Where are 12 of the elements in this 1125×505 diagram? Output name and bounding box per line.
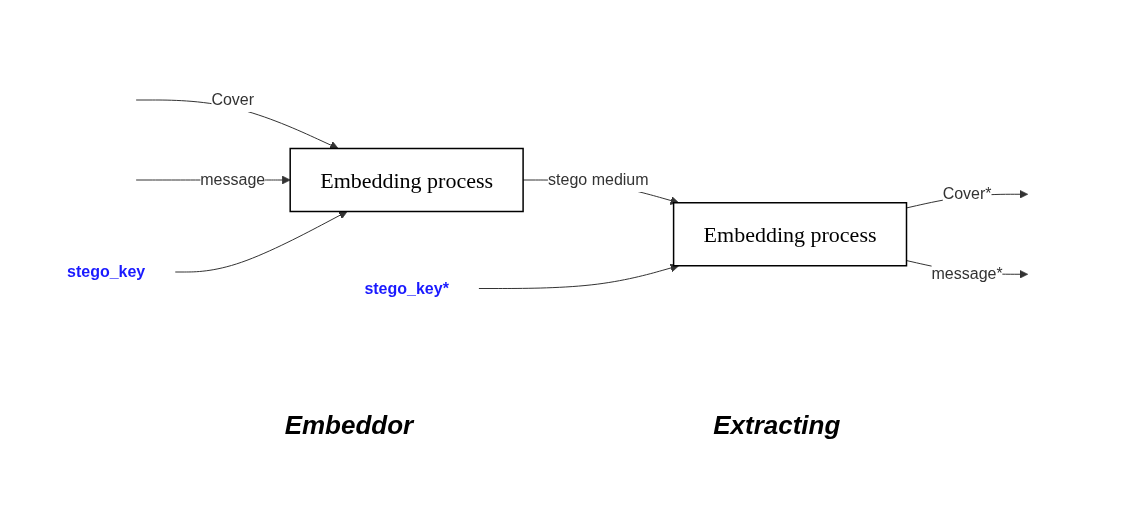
edge-label: message [200,170,266,188]
edge-label: stego medium [548,170,649,188]
group-caption: Extracting [713,410,841,441]
node-box: Embedding process [289,147,524,212]
edge-label: message* [931,265,1003,282]
edge-label: Cover [211,90,255,108]
group-caption: Embeddor [284,410,414,441]
node-text: stego_key* [364,279,450,297]
arrow [174,210,348,273]
edge-label: Cover* [942,185,992,202]
node-box: Embedding process [673,201,908,267]
node-text: stego_key [67,262,146,280]
